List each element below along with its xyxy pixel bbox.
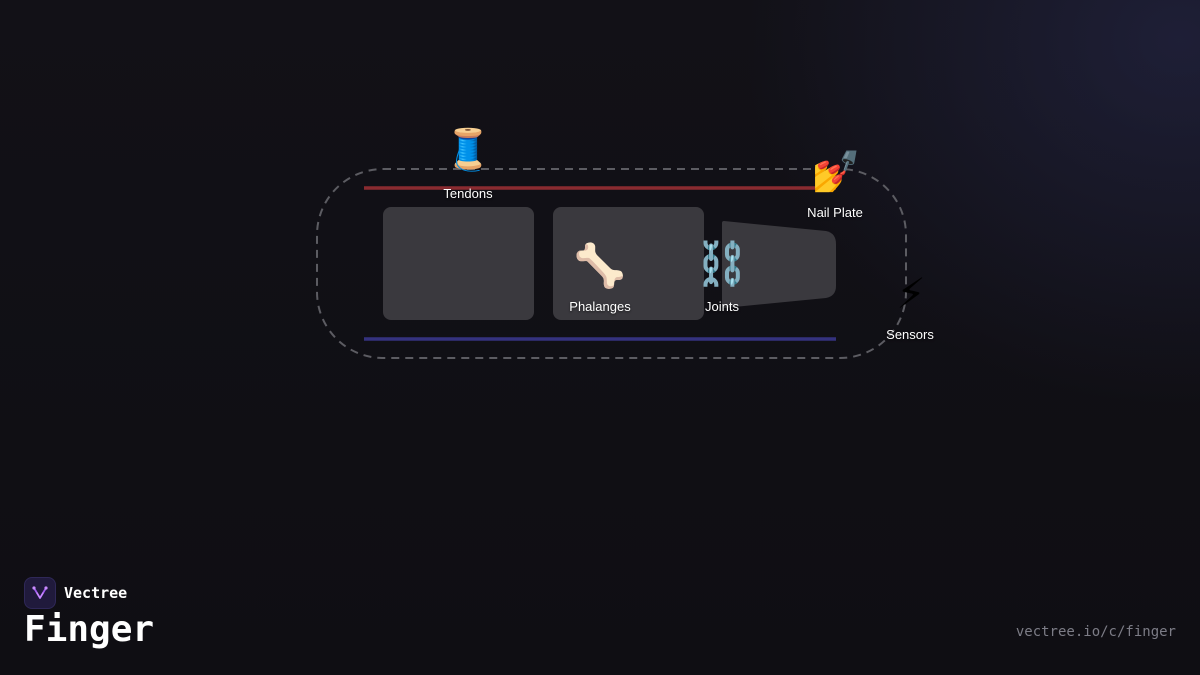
middle-phalanx-segment [553,207,704,320]
sensors-label: Sensors [886,327,934,342]
nail-polish-icon: 💅 [811,150,861,194]
tendons-label: Tendons [443,186,493,201]
source-url: vectree.io/c/finger [1015,624,1176,640]
brand: Vectree [24,577,127,609]
spool-of-thread-icon: 🧵 [443,128,493,172]
bone-icon: 🦴 [573,242,627,289]
lightning-icon: ⚡ [896,270,926,317]
joints-label: Joints [705,299,739,314]
brand-name: Vectree [64,584,128,602]
proximal-phalanx-segment [383,207,534,320]
distal-phalanx-segment [722,221,836,308]
vectree-logo-icon [24,577,56,609]
chain-icon: ⛓️ [695,240,749,287]
phalanges-label: Phalanges [569,299,631,314]
finger-outline [316,168,907,359]
page-title: Finger [24,609,155,650]
nail-plate-label: Nail Plate [807,205,863,220]
